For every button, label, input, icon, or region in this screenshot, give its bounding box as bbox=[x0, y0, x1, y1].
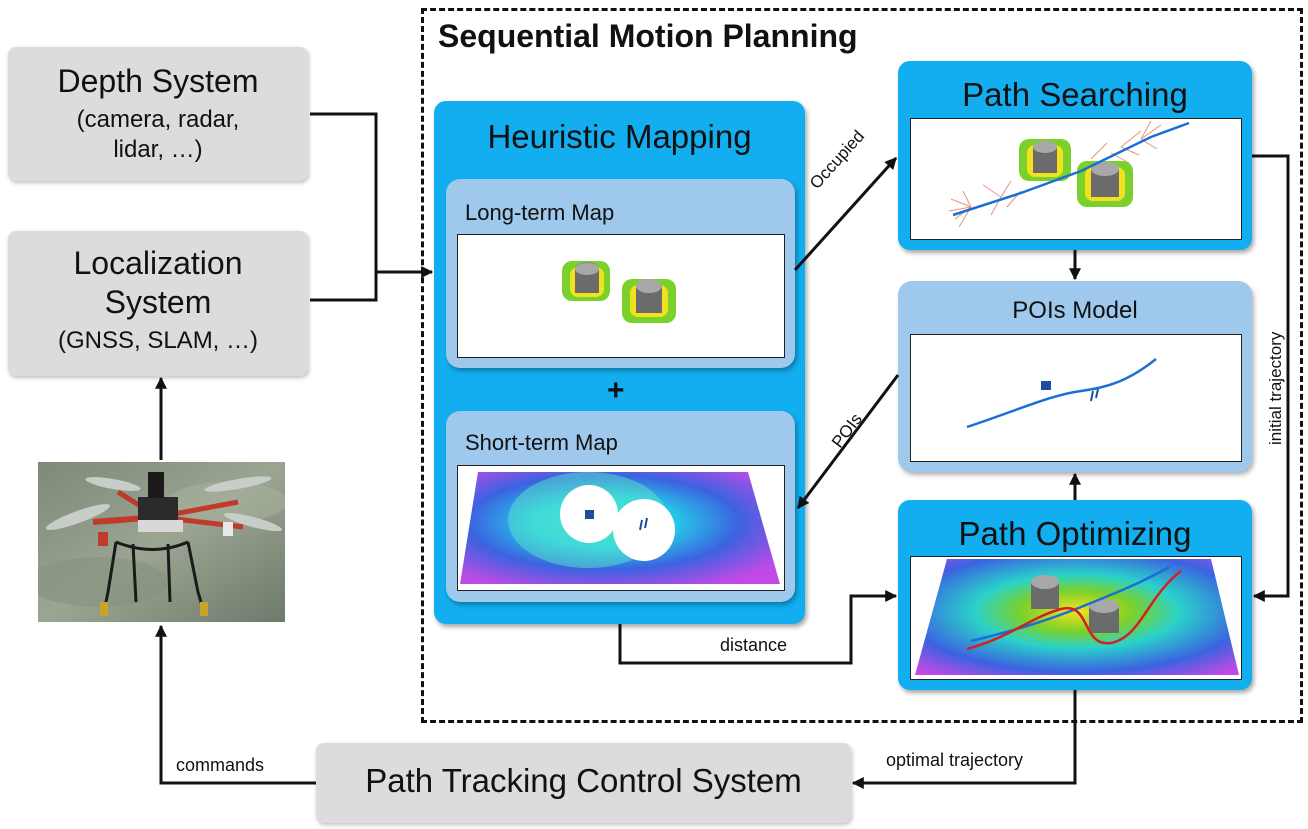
path-optimizing-graphic bbox=[915, 559, 1239, 675]
long-term-map-image bbox=[457, 234, 785, 358]
frame-title: Sequential Motion Planning bbox=[438, 18, 858, 54]
distance-label: distance bbox=[720, 635, 788, 655]
commands-arrow bbox=[155, 624, 316, 785]
commands-label: commands bbox=[176, 755, 265, 775]
pois-arrow bbox=[796, 374, 900, 509]
distance-arrow bbox=[618, 590, 898, 665]
short-term-map-label: Short-term Map bbox=[465, 430, 618, 455]
obstacle-1 bbox=[562, 261, 610, 301]
path-tracking-title: Path Tracking Control System bbox=[365, 762, 802, 799]
occupied-arrow bbox=[793, 156, 898, 272]
pois-model-title: POIs Model bbox=[1012, 297, 1138, 324]
heuristic-mapping-title: Heuristic Mapping bbox=[487, 118, 752, 155]
path-optimizing-title: Path Optimizing bbox=[958, 515, 1192, 552]
short-term-map-image bbox=[457, 465, 785, 591]
optimal-trajectory-label: optimal trajectory bbox=[886, 750, 1024, 770]
short-term-map-graphic bbox=[460, 472, 780, 584]
long-term-map-graphic bbox=[562, 261, 676, 323]
path-searching-image bbox=[910, 118, 1242, 240]
drone-illustration bbox=[38, 462, 285, 622]
initial-trajectory-arrow bbox=[1252, 154, 1290, 602]
drone-photo bbox=[38, 462, 285, 622]
path-searching-title: Path Searching bbox=[962, 76, 1188, 113]
localization-system-box[interactable]: Localization System (GNSS, SLAM, …) bbox=[8, 231, 308, 376]
long-term-map-label: Long-term Map bbox=[465, 200, 615, 225]
depth-system-sub1: (camera, radar, bbox=[76, 106, 240, 133]
path-searching-graphic bbox=[948, 120, 1190, 228]
localization-sub: (GNSS, SLAM, …) bbox=[57, 327, 259, 354]
pois-model-graphic bbox=[966, 358, 1157, 429]
depth-system-title: Depth System bbox=[57, 63, 259, 99]
plus-sign: + bbox=[607, 374, 625, 407]
obstacle-2 bbox=[622, 279, 676, 323]
localization-title-1: Localization bbox=[73, 245, 243, 281]
optimal-trajectory-arrow bbox=[851, 690, 1077, 789]
pois-model-image bbox=[910, 334, 1242, 462]
initial-trajectory-label: initial trajectory bbox=[1266, 331, 1285, 445]
sequential-motion-planning-frame bbox=[421, 8, 1303, 723]
depth-system-box[interactable]: Depth System (camera, radar, lidar, …) bbox=[8, 47, 308, 181]
depth-system-sub2: lidar, …) bbox=[113, 136, 203, 163]
input-merge-line bbox=[310, 112, 378, 302]
path-tracking-control-box[interactable]: Path Tracking Control System bbox=[316, 743, 851, 823]
path-optimizing-image bbox=[910, 556, 1242, 680]
localization-title-2: System bbox=[104, 284, 212, 320]
